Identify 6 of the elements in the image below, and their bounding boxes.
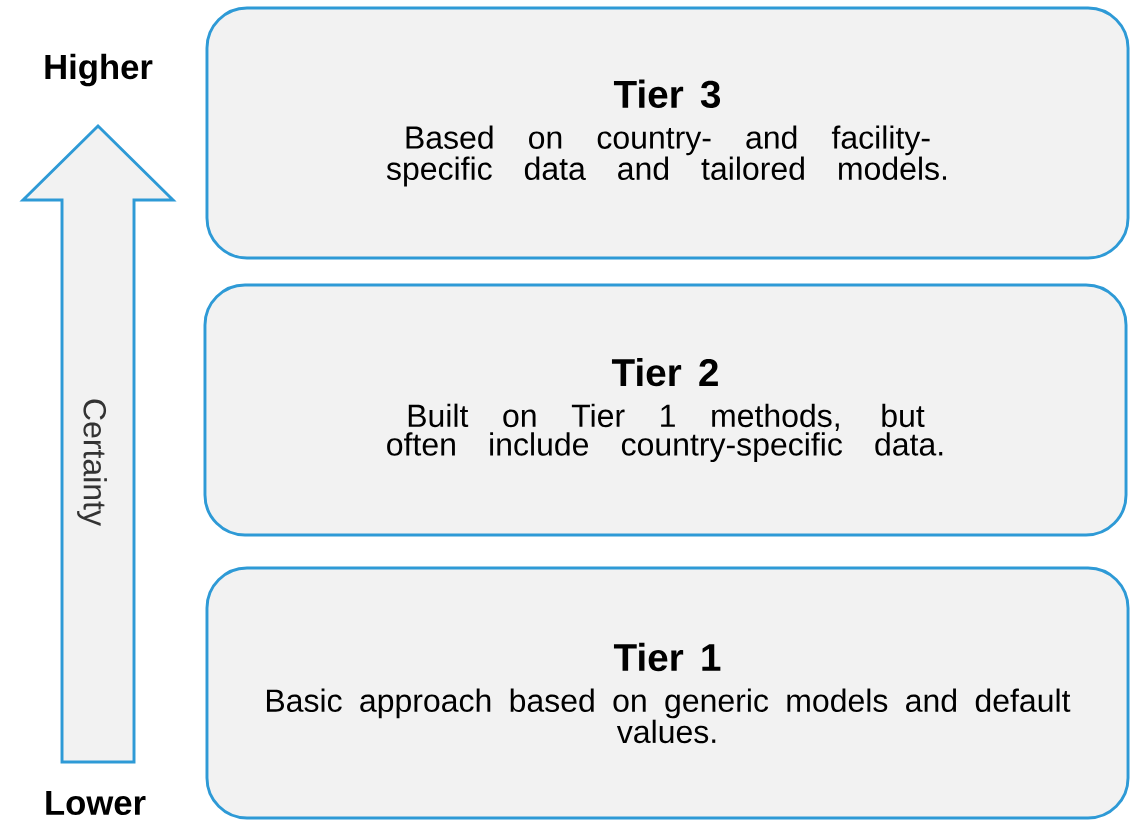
- tier-box: Tier 3 Based on country- and facility-specific data and tailored models.: [205, 6, 1130, 260]
- scale-label: Lower: [46, 790, 146, 816]
- scale-label: Higher: [45, 53, 153, 87]
- tier-box: Tier 2 Built on Tier 1 methods, but often include country-specific data.: [203, 283, 1128, 537]
- tier-box: Tier 1 Basic approach based on generic models and default values.: [205, 566, 1130, 820]
- axis-label: Certainty: [77, 399, 107, 526]
